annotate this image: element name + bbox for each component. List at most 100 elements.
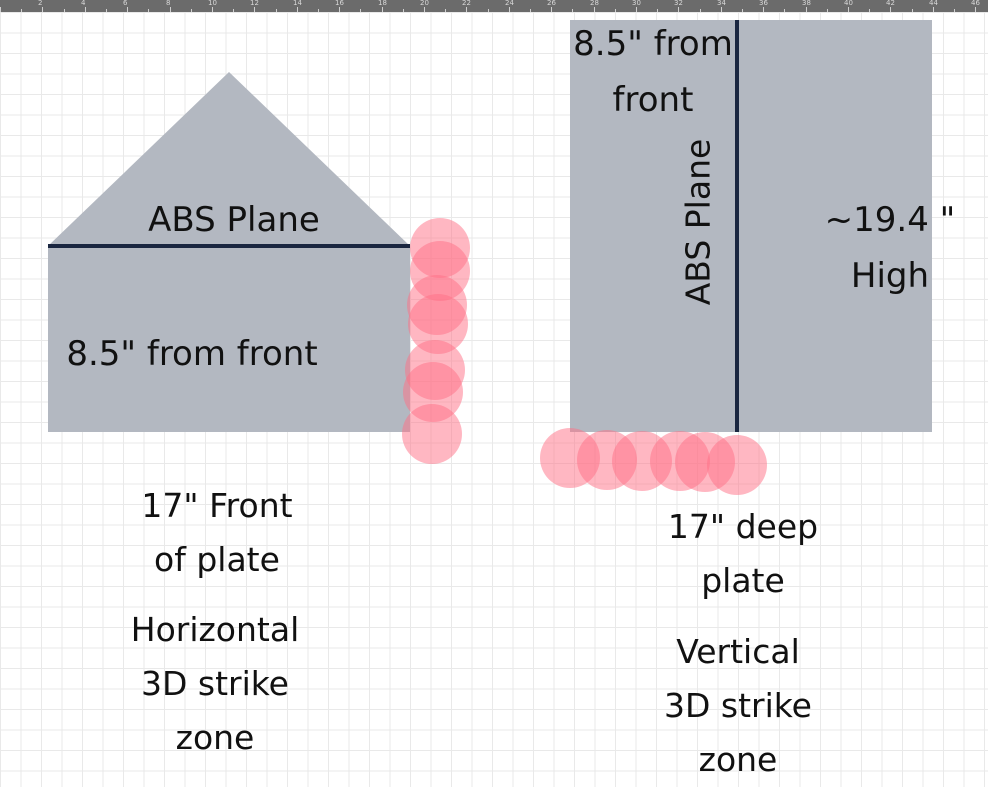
ruler-number: 10: [208, 0, 217, 7]
ruler-number: 34: [717, 0, 726, 7]
ball-column-horizontal: [402, 218, 470, 464]
ruler-number: 12: [250, 0, 259, 7]
ruler-number: 6: [123, 0, 128, 7]
ruler-tick: [700, 9, 701, 12]
ruler-tick: [763, 7, 764, 12]
ruler-tick: [297, 7, 298, 12]
ball-row-vertical: [540, 428, 767, 495]
ball: [403, 362, 463, 422]
ruler-tick: [572, 9, 573, 12]
ruler-tick: [382, 7, 383, 12]
ruler-tick: [806, 7, 807, 12]
horizontal-zone: [48, 72, 470, 464]
plate-body-shape: [48, 246, 410, 432]
zone-title-horizontal-line1: Horizontal: [130, 610, 300, 649]
ball: [408, 294, 468, 354]
plate-depth-caption-line1: 17" deep: [667, 507, 819, 546]
ruler-number: 28: [590, 0, 599, 7]
ruler-tick: [0, 7, 1, 12]
ruler-tick: [191, 9, 192, 12]
ruler-number: 44: [929, 0, 938, 7]
ruler-tick: [551, 7, 552, 12]
ruler-tick: [64, 9, 65, 12]
ruler-tick: [827, 9, 828, 12]
ruler-tick: [721, 7, 722, 12]
zone-title-horizontal-line2: 3D strike: [140, 664, 289, 703]
side-zone-shape: [570, 20, 932, 432]
ruler-tick: [933, 7, 934, 12]
height-label-line2: High: [850, 256, 930, 296]
ruler-tick: [148, 9, 149, 12]
ruler-number: 22: [462, 0, 471, 7]
ruler-tick: [509, 7, 510, 12]
ruler-tick: [360, 9, 361, 12]
ruler-tick: [890, 7, 891, 12]
ruler-tick: [42, 7, 43, 12]
ruler-tick: [530, 9, 531, 12]
ruler-number: 18: [378, 0, 387, 7]
plate-width-caption-line2: of plate: [154, 540, 280, 579]
ruler-number: 30: [632, 0, 641, 7]
ruler-number: 4: [81, 0, 86, 7]
ruler-tick: [170, 7, 171, 12]
height-label-line1: ~19.4 ": [824, 200, 956, 240]
ruler-tick: [594, 7, 595, 12]
ruler-number: 26: [547, 0, 556, 7]
depth-label-vertical-line2: front: [612, 80, 694, 120]
ruler-tick: [21, 9, 22, 12]
ball: [402, 404, 462, 464]
ruler-number: 2: [38, 0, 43, 7]
ruler-tick: [912, 9, 913, 12]
ruler-tick: [233, 9, 234, 12]
ruler-number: 40: [844, 0, 853, 7]
ruler-tick: [424, 7, 425, 12]
ruler-tick: [742, 9, 743, 12]
plate-width-caption-line1: 17" Front: [141, 486, 293, 525]
ruler-tick: [276, 9, 277, 12]
ruler-tick: [318, 9, 319, 12]
ruler-tick: [636, 7, 637, 12]
abs-plane-label-horizontal: ABS Plane: [148, 200, 320, 240]
ruler-number: 8: [166, 0, 171, 7]
ball: [707, 435, 767, 495]
ruler-tick: [127, 7, 128, 12]
ruler-tick: [848, 7, 849, 12]
depth-label-horizontal: 8.5" from front: [66, 334, 318, 374]
zone-title-vertical-line1: Vertical: [676, 632, 800, 671]
ruler-tick: [85, 7, 86, 12]
zone-title-vertical-line2: 3D strike: [663, 686, 812, 725]
zone-title-vertical-line3: zone: [698, 740, 778, 779]
ruler-tick: [657, 9, 658, 12]
ruler-tick: [339, 7, 340, 12]
ruler-tick: [784, 9, 785, 12]
ruler-number: 42: [886, 0, 895, 7]
ruler-number: 24: [505, 0, 514, 7]
ruler-tick: [615, 9, 616, 12]
ruler-number: 36: [759, 0, 768, 7]
plate-point-shape: [48, 72, 410, 246]
plate-depth-caption-line2: plate: [701, 561, 785, 600]
ruler-tick: [254, 7, 255, 12]
ruler-tick: [488, 9, 489, 12]
depth-label-vertical-line1: 8.5" from: [573, 24, 733, 64]
vertical-zone: ABS Plane: [540, 20, 932, 495]
abs-plane-label-vertical: ABS Plane: [679, 139, 718, 306]
ruler-number: 14: [293, 0, 302, 7]
ruler-tick: [106, 9, 107, 12]
ruler-tick: [678, 7, 679, 12]
ruler-tick: [466, 7, 467, 12]
ruler-tick: [869, 9, 870, 12]
ruler-number: 46: [971, 0, 980, 7]
ruler-tick: [403, 9, 404, 12]
ruler-number: 32: [674, 0, 683, 7]
ruler-tick: [445, 9, 446, 12]
ruler-tick: [954, 9, 955, 12]
ruler-number: 20: [420, 0, 429, 7]
zone-title-horizontal-line3: zone: [175, 718, 255, 757]
ruler-number: 16: [335, 0, 344, 7]
ruler-tick: [212, 7, 213, 12]
ruler-number: 38: [802, 0, 811, 7]
ruler-tick: [975, 7, 976, 12]
